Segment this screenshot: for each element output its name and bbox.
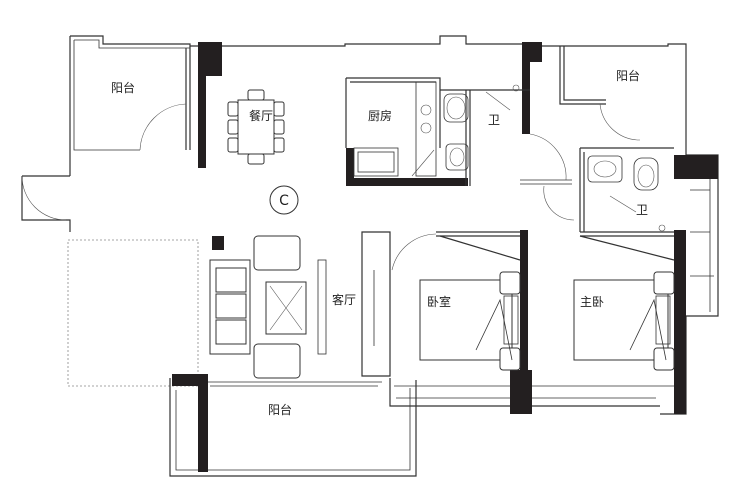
structural-walls	[172, 42, 718, 472]
living-room-furniture	[209, 235, 327, 379]
interior-partitions	[139, 46, 675, 377]
room-label-bath-top: 卫	[488, 113, 500, 127]
room-label-balcony-nw: 阳台	[111, 80, 135, 95]
room-label-master-bedroom: 主卧	[580, 295, 604, 309]
right-bath-fixtures	[587, 155, 666, 232]
entry-door-swing	[21, 175, 67, 221]
room-label-kitchen: 厨房	[368, 108, 392, 123]
bedroom-bed	[419, 271, 521, 371]
room-label-dining: 餐厅	[249, 108, 273, 123]
room-label-balcony-bottom: 阳台	[268, 402, 292, 417]
room-label-living: 客厅	[332, 292, 356, 307]
kitchen-fixtures	[353, 81, 437, 177]
room-label-balcony-ne: 阳台	[616, 68, 640, 83]
top-bath-fixtures	[443, 84, 520, 171]
unit-type-circle	[269, 185, 299, 215]
master-bed	[573, 271, 675, 371]
dining-table	[227, 89, 285, 165]
outer-walls	[21, 35, 719, 477]
room-label-bath-right: 卫	[636, 203, 648, 217]
room-label-bedroom: 卧室	[427, 294, 451, 309]
unit-type-label: C	[279, 193, 289, 209]
